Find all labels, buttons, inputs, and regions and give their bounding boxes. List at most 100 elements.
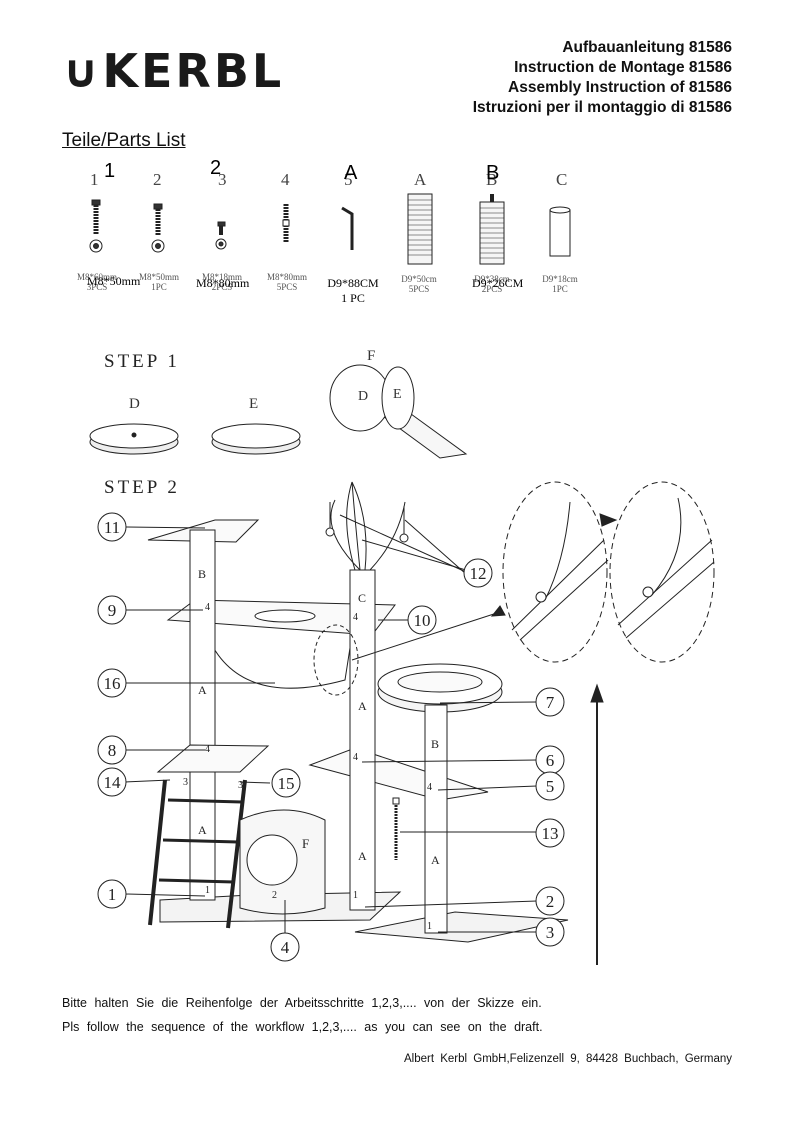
part-overlay-label-2: 2 (210, 157, 222, 179)
callout-8-label: 8 (108, 741, 117, 760)
joint-number-2: 2 (272, 890, 277, 901)
callout-13: 13 (535, 818, 565, 848)
step-2-heading: STEP 2 (104, 477, 180, 498)
footer-address: Albert Kerbl GmbH,Felizenzell 9, 84428 B… (403, 1053, 732, 1065)
part-overlay-caption-2: M8*80mm (196, 276, 250, 290)
logo-text: KERBL (102, 44, 285, 98)
joint-number-1-c: 1 (427, 921, 432, 932)
post-letter-f: F (302, 836, 309, 851)
post-letter-a-right: A (431, 853, 440, 867)
part-overlay-label-a: A (344, 162, 358, 184)
callout-3-label: 3 (546, 923, 555, 942)
callout-1-label: 1 (108, 885, 117, 904)
callout-10-label: 10 (414, 611, 431, 630)
parts-list-title: Teile/Parts List (62, 130, 186, 151)
post-letter-a-left-bottom: A (198, 823, 207, 837)
part-caption-4-qty: 5PCS (276, 282, 298, 292)
parts-drawings (89, 193, 571, 265)
part-label-3: 3 (218, 170, 227, 189)
part-caption-c-size: D9*18cm (542, 274, 578, 284)
kerbl-logo: ∪KERBL (62, 44, 284, 98)
note-english: Pls follow the sequence of the workflow … (62, 1020, 543, 1034)
callout-8: 8 (97, 735, 127, 765)
callout-7-label: 7 (546, 693, 555, 712)
post-letter-c: C (358, 591, 366, 605)
callout-7: 7 (535, 687, 565, 717)
post-letter-a-left-top: A (198, 683, 207, 697)
screw-60mm-icon (89, 199, 103, 253)
post-letter-a-middle-bottom: A (358, 849, 367, 863)
callout-1: 1 (97, 879, 127, 909)
cat-tree-icon (124, 481, 715, 965)
step-1-heading: STEP 1 (104, 351, 180, 372)
sisal-post-b-icon (479, 194, 505, 265)
callout-11-label: 11 (104, 518, 120, 537)
part-caption-4-size: M8*80mm (266, 272, 307, 282)
label-f: F (367, 348, 375, 364)
screw-18mm-icon (215, 221, 227, 250)
joint-number-4-c: 4 (353, 612, 358, 623)
step-1-drawing: D E D E F (89, 348, 468, 459)
kerbl-logo-icon: ∪ (62, 44, 103, 98)
callout-4: 4 (270, 932, 300, 962)
callout-15: 15 (271, 768, 301, 798)
joint-number-3-b: 3 (238, 780, 243, 791)
callout-12: 12 (463, 558, 493, 588)
part-caption-3-qty: 2PCS (211, 282, 233, 292)
post-letter-b-right: B (431, 737, 439, 751)
tunnel-f-icon (329, 364, 468, 459)
part-overlay-label-b: B (486, 162, 500, 184)
callout-4-label: 4 (281, 938, 290, 957)
joint-number-4-a: 4 (205, 602, 210, 613)
part-overlay-caption-b: D9*26CM (472, 276, 524, 290)
label-e: E (249, 396, 258, 412)
callout-13-label: 13 (542, 824, 559, 843)
callout-2: 2 (535, 886, 565, 916)
part-label-a: A (414, 170, 427, 189)
part-overlay-caption-a-size: D9*88CM (327, 276, 379, 290)
part-label-c: C (556, 170, 568, 189)
callout-14: 14 (97, 767, 127, 797)
callout-14-label: 14 (104, 773, 122, 792)
platform-e-icon (211, 423, 301, 455)
part-label-5: 5 (344, 170, 353, 189)
part-overlay-caption-a-qty: 1 PC (341, 291, 365, 305)
joint-number-1-a: 1 (205, 885, 210, 896)
tube-c-icon (549, 206, 571, 257)
allen-key-icon (341, 206, 354, 250)
part-caption-b-qty: 2PCS (481, 284, 503, 294)
label-d-tunnel: D (358, 389, 368, 404)
part-label-2: 2 (153, 170, 162, 189)
part-caption-a-size: D9*50cm (401, 274, 437, 284)
label-e-tunnel: E (393, 387, 402, 402)
post-letter-a-middle-top: A (358, 699, 367, 713)
part-caption-2-size: M8*50mm (138, 272, 179, 282)
title-block: Aufbauanleitung 81586 Instruction de Mon… (473, 38, 732, 118)
callout-12-label: 12 (470, 564, 487, 583)
callout-3: 3 (535, 917, 565, 947)
callout-10: 10 (407, 605, 437, 635)
part-caption-2-qty: 1PC (151, 282, 167, 292)
part-caption-1-size: M8*60mm (76, 272, 117, 282)
callout-9-label: 9 (108, 601, 117, 620)
part-caption-1-qty: 3PCS (86, 282, 108, 292)
step-2-drawing: B A A C A A B A F 4 4 4 4 4 3 3 1 1 1 2 … (97, 481, 715, 965)
title-fr: Instruction de Montage 81586 (514, 59, 732, 76)
callout-11: 11 (97, 512, 127, 542)
post-letter-b-left: B (198, 567, 206, 581)
part-caption-b-size: D9*38cm (474, 274, 510, 284)
part-caption-3-size: M8*18mm (201, 272, 242, 282)
callout-6: 6 (535, 745, 565, 775)
threaded-rod-icon (282, 204, 290, 242)
callout-5-label: 5 (546, 777, 555, 796)
note-german: Bitte halten Sie die Reihenfolge der Arb… (62, 996, 542, 1010)
title-it: Istruzioni per il montaggio di 81586 (472, 99, 732, 116)
joint-number-3-a: 3 (183, 777, 188, 788)
